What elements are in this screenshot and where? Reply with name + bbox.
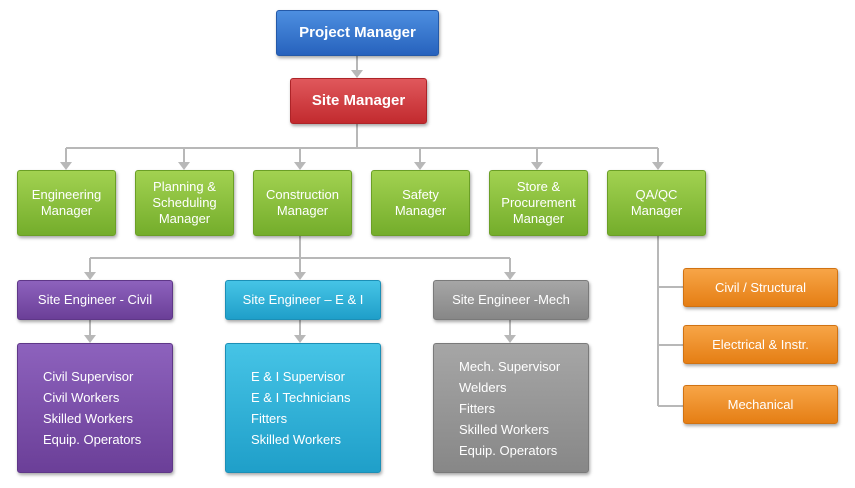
site-engineer-civil-label: Site Engineer - Civil [37,292,153,307]
qaqc-civil-structural-box: Civil / Structural [683,268,838,307]
ei-team-list: E & I Supervisor E & I Technicians Fitte… [251,366,350,450]
manager-label-line: Manager [276,203,329,218]
manager-label-line: Engineering [31,187,102,202]
store-procurement-manager-box: Store & Procurement Manager [489,170,588,236]
qaqc-area-label: Electrical & Instr. [712,336,809,352]
team-member: Mech. Supervisor [459,358,561,374]
team-member: Skilled Workers [43,411,134,426]
site-manager-box: Site Manager [290,78,427,124]
team-member: Civil Workers [43,390,120,405]
site-engineer-civil-box: Site Engineer - Civil [17,280,173,320]
site-engineer-ei-box: Site Engineer – E & I [225,280,381,320]
manager-label-line: Construction [266,187,339,202]
team-member: Equip. Operators [459,442,558,458]
site-engineer-mech-box: Site Engineer -Mech [433,280,589,320]
manager-label-line: Store & [516,179,561,194]
manager-label-line: Manager [394,203,447,218]
manager-label-line: QA/QC [635,187,678,202]
team-member: Equip. Operators [43,432,142,447]
qaqc-mechanical-box: Mechanical [683,385,838,424]
manager-label-line: Safety [402,187,439,202]
team-member: Welders [459,379,507,395]
qaqc-area-label: Mechanical [727,396,794,412]
team-member: Fitters [459,400,496,416]
manager-label-line: Manager [40,203,93,218]
site-engineer-ei-label: Site Engineer – E & I [242,292,364,307]
engineering-manager-box: Engineering Manager [17,170,116,236]
manager-label-line: Manager [512,211,565,226]
planning-scheduling-manager-box: Planning & Scheduling Manager [135,170,234,236]
project-manager-box: Project Manager [276,10,439,56]
civil-team-list: Civil Supervisor Civil Workers Skilled W… [43,366,141,450]
team-member: Fitters [251,411,288,426]
site-engineer-mech-label: Site Engineer -Mech [452,292,570,307]
team-member: E & I Supervisor [251,369,345,384]
mech-team-box: Mech. Supervisor Welders Fitters Skilled… [433,343,589,473]
safety-manager-box: Safety Manager [371,170,470,236]
project-manager-label: Project Manager [299,24,416,41]
manager-label-line: Procurement [501,195,576,210]
team-member: Civil Supervisor [43,369,134,384]
manager-label-line: Planning & [153,179,216,194]
mech-team-list: Mech. Supervisor Welders Fitters Skilled… [459,356,560,461]
site-manager-label: Site Manager [311,92,406,109]
qaqc-electrical-instr-box: Electrical & Instr. [683,325,838,364]
ei-team-box: E & I Supervisor E & I Technicians Fitte… [225,343,381,473]
qaqc-area-label: Civil / Structural [714,279,807,295]
manager-label-line: Scheduling [152,195,217,210]
team-member: Skilled Workers [251,432,342,447]
manager-label-line: Manager [630,203,683,218]
team-member: Skilled Workers [459,421,550,437]
manager-label-line: Manager [158,211,211,226]
construction-manager-box: Construction Manager [253,170,352,236]
qaqc-manager-box: QA/QC Manager [607,170,706,236]
team-member: E & I Technicians [251,390,351,405]
civil-team-box: Civil Supervisor Civil Workers Skilled W… [17,343,173,473]
